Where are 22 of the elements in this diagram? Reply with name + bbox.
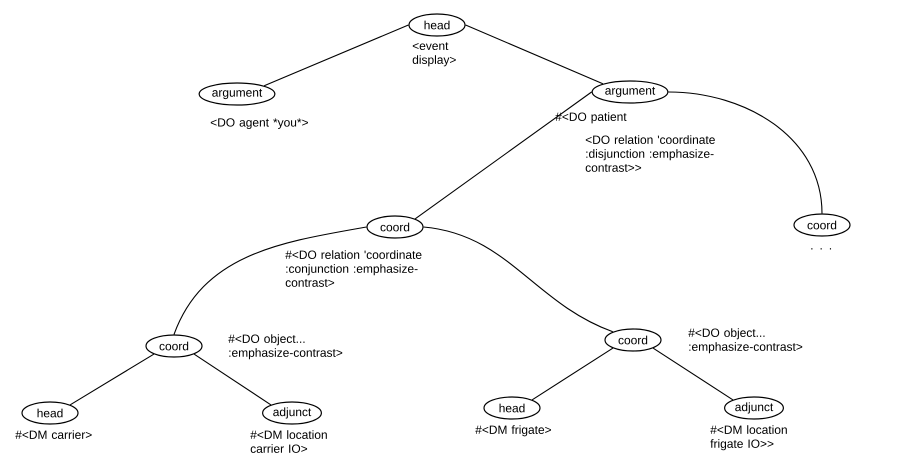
node-annotation: #<DO relation 'coordinate :conjunction :emphasize-contrast>	[285, 250, 422, 287]
node-annotation: #<DO object... :emphasize-contrast>	[688, 328, 802, 354]
tree-branch	[652, 348, 734, 400]
tree-branch	[465, 24, 604, 84]
node-annotation: <event display>	[412, 42, 456, 66]
node-annotation: <DO relation 'coordinate :disjunction :emphasize-contrast>>	[586, 135, 715, 172]
tree-branch	[668, 91, 823, 214]
node-annotation: <DO agent *you*>	[210, 118, 308, 130]
tree-branch	[174, 226, 366, 335]
node-annotation: #<DM location carrier IO>	[250, 430, 327, 453]
tree-branch	[424, 226, 613, 332]
tree-branch	[532, 348, 614, 400]
tree-branch	[70, 354, 154, 406]
node-annotation: #<DM frigate>	[475, 425, 552, 436]
node-annotation: #<DM carrier>	[15, 430, 92, 439]
node-annotation: #<DO patient	[555, 112, 627, 124]
node-annotation: . . .	[811, 248, 832, 250]
node-annotation: #<DO object... :emphasize-contrast>	[228, 334, 342, 360]
tree-branch	[194, 354, 272, 406]
tree-branch	[414, 92, 592, 220]
node-annotation: #<DM location frigate IO>>	[710, 425, 787, 450]
tree-branch	[264, 24, 409, 86]
